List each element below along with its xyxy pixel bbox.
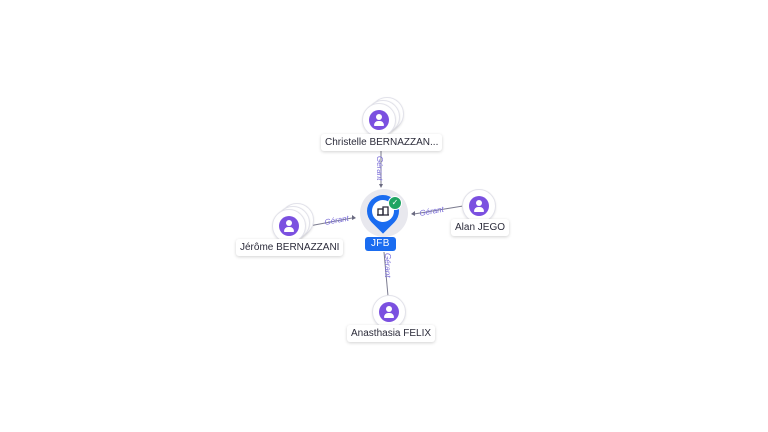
- company-label[interactable]: JFB: [365, 237, 396, 251]
- user-icon: [469, 196, 489, 216]
- arrow-icon: [411, 211, 415, 216]
- person-label[interactable]: Christelle BERNAZZAN...: [321, 134, 443, 151]
- edge-label: Gérant: [419, 205, 445, 218]
- person-node-alan[interactable]: [462, 189, 496, 223]
- edge-label: Gérant: [383, 253, 392, 278]
- arrow-icon: [379, 184, 383, 188]
- person-label[interactable]: Anasthasia FELIX: [347, 325, 436, 342]
- person-node-jerome[interactable]: [272, 203, 314, 243]
- edge-label: Gérant: [324, 214, 350, 227]
- building-icon: [377, 206, 389, 216]
- person-label[interactable]: Alan JEGO: [451, 219, 510, 236]
- person-label[interactable]: Jérôme BERNAZZANI: [236, 239, 344, 256]
- user-icon: [379, 302, 399, 322]
- user-icon: [279, 216, 299, 236]
- arrow-icon: [352, 215, 356, 220]
- edge-line: [383, 251, 389, 297]
- edge-line: [308, 217, 353, 227]
- edge-anasthasia: Gérant: [383, 251, 392, 297]
- user-icon: [369, 110, 389, 130]
- edge-jerome: Gérant: [308, 214, 356, 227]
- person-node-christelle[interactable]: [362, 97, 404, 137]
- edge-line: [413, 205, 464, 215]
- edge-christelle: Gérant: [375, 150, 384, 188]
- edge-alan: Gérant: [411, 205, 464, 218]
- check-icon: ✓: [388, 196, 402, 210]
- person-node-anasthasia[interactable]: [372, 295, 406, 329]
- edge-label: Gérant: [375, 156, 384, 181]
